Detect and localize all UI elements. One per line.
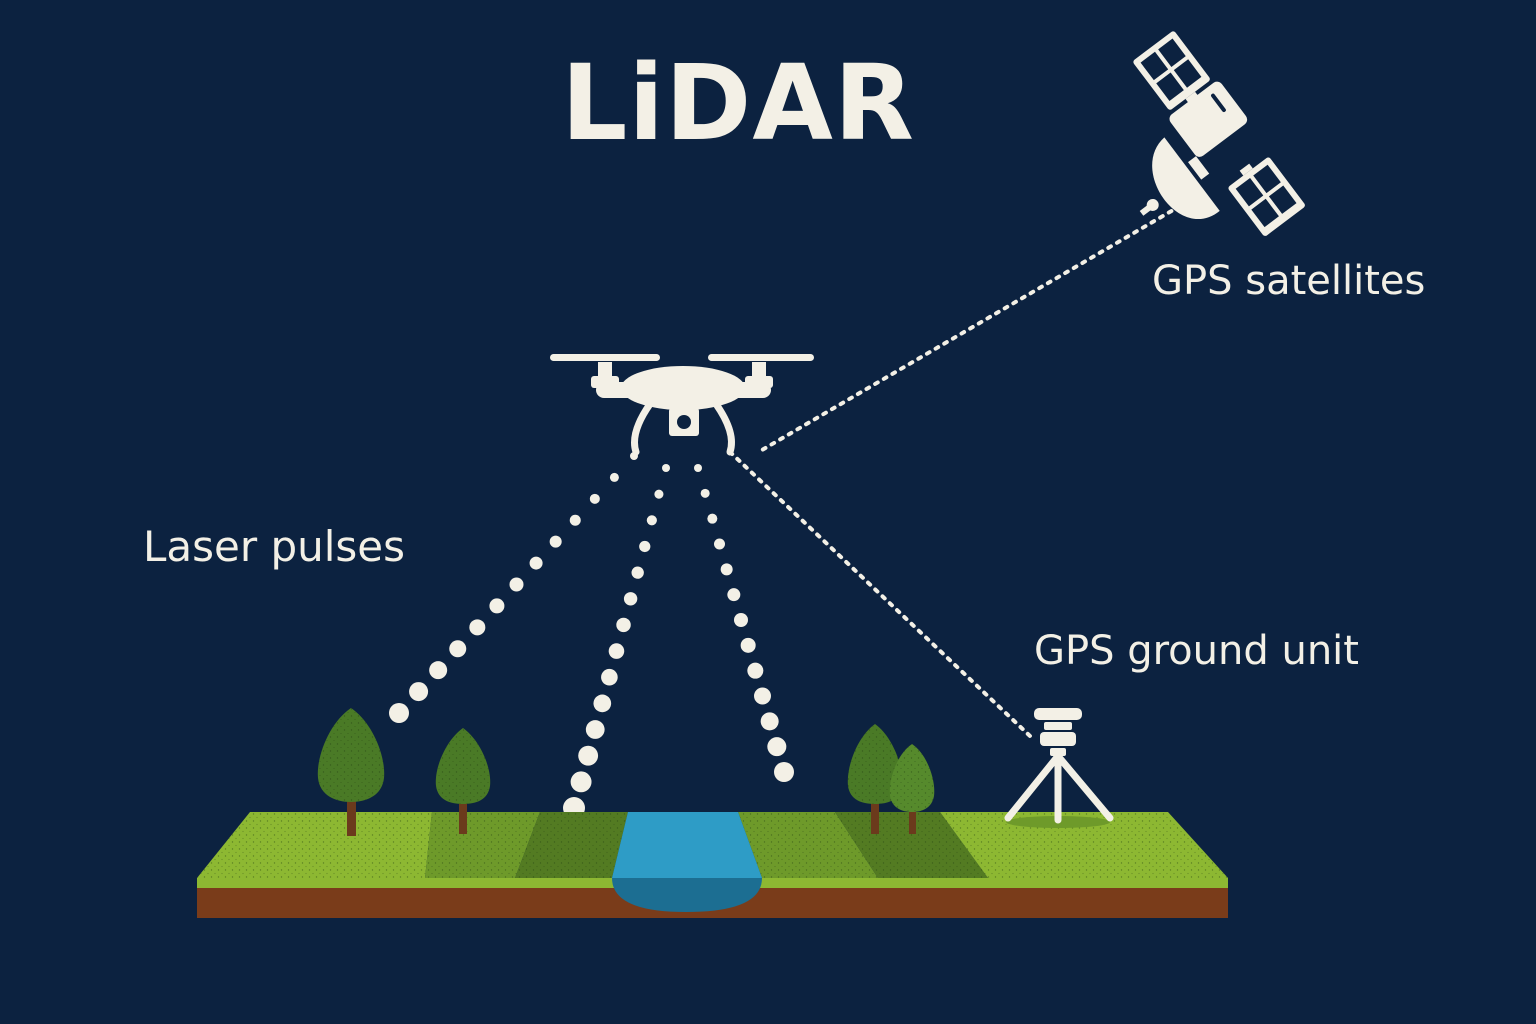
laser-pulse-dot [623,592,638,606]
laser-pulse-dot [616,617,631,633]
laser-pulse-dot [585,720,605,739]
laser-pulse-dot [700,488,710,498]
laser-pulse-dot [570,771,592,793]
trees [317,708,935,836]
laser-pulse-dot [631,566,644,579]
laser-pulse-dot [589,493,600,504]
gps-ground-unit-icon [1004,708,1114,828]
laser-pulse-dot [409,682,429,702]
laser-pulse-dot [578,745,599,766]
laser-pulse-dot [774,762,794,782]
laser-pulse-dot [734,613,748,627]
tree-2 [435,728,491,834]
laser-pulse-dot [662,464,670,472]
river [612,812,762,912]
satellite-signal-line [760,204,1182,452]
laser-pulse-dot [694,464,702,472]
laser-pulse-dot [569,514,581,526]
laser-pulse-dot [760,712,779,731]
laser-pulse-dot [469,619,486,636]
laser-pulse-dot [449,640,467,658]
laser-pulse-dot [509,577,524,592]
laser-pulse-dot [747,662,764,679]
laser-pulse-dot [609,472,619,482]
tree-3 [847,724,903,834]
laser-pulse-dot [754,687,771,705]
laser-pulse-beams [389,452,794,819]
laser-pulse-dot [429,661,448,680]
laser-pulse-dot [707,513,718,524]
laser-pulse-dot [654,489,664,499]
gps-ground-unit-label: GPS ground unit [1034,628,1359,674]
laser-pulse-dot [593,694,612,713]
page-title: LiDAR [561,42,915,164]
laser-pulse-dot [714,538,725,550]
laser-pulse-dot [529,556,543,570]
laser-pulse-dot [489,598,505,614]
ground-unit-signal-line [728,450,1032,738]
drone-icon [550,354,814,456]
tree-1 [317,708,385,836]
gps-satellite-icon [1133,31,1305,236]
laser-pulse-dot [608,643,625,659]
laser-pulse-dot [601,668,618,686]
laser-pulse-dot [740,637,756,653]
gps-satellites-label: GPS satellites [1152,258,1426,304]
laser-pulse-dot [767,737,787,757]
laser-pulse-dot [639,540,651,553]
laser-pulse-dot [720,563,733,576]
laser-pulse-dot [646,515,657,526]
laser-pulse-dot [727,588,741,602]
laser-pulses-label: Laser pulses [143,522,406,571]
tree-4 [889,744,935,834]
laser-pulse-dot [549,535,562,548]
laser-pulse-dot [389,703,409,723]
